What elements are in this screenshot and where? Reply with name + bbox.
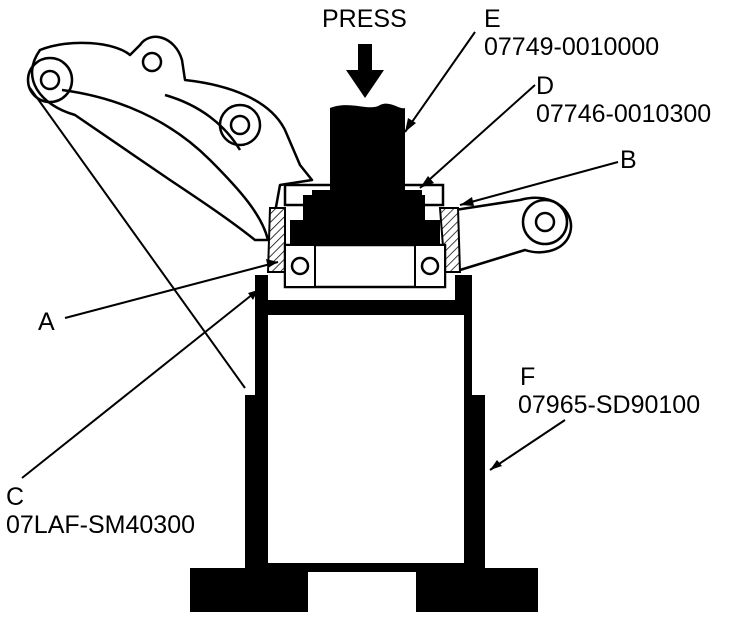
label-c-letter: C bbox=[6, 483, 24, 511]
arrowhead-a bbox=[266, 259, 278, 268]
knuckle-bracket bbox=[26, 35, 314, 242]
label-f-letter: F bbox=[520, 363, 535, 391]
wheel-bearing bbox=[283, 243, 447, 289]
leader-line-b bbox=[459, 161, 619, 206]
knuckle-right-arm bbox=[454, 196, 573, 272]
arrowhead-b bbox=[460, 197, 474, 206]
press-arrow bbox=[346, 44, 384, 98]
leader-line-e bbox=[404, 31, 476, 133]
leader-line-c bbox=[21, 289, 259, 479]
leader-line-f bbox=[489, 419, 566, 471]
bracket-guide-line bbox=[29, 87, 246, 389]
label-d-part-number: 07746-0010300 bbox=[536, 100, 711, 128]
arrowhead-f bbox=[490, 460, 502, 470]
label-b-letter: B bbox=[620, 146, 637, 174]
label-f-part-number: 07965-SD90100 bbox=[518, 391, 700, 419]
leader-line-a bbox=[64, 261, 279, 319]
leader-line-d bbox=[419, 84, 536, 189]
tool-f-body bbox=[190, 275, 538, 612]
leader-lines bbox=[21, 31, 619, 479]
label-a-letter: A bbox=[38, 308, 55, 336]
arrowhead-d bbox=[420, 176, 434, 188]
tool-e-driver bbox=[312, 103, 422, 232]
arrowhead-c bbox=[248, 290, 258, 300]
arrowhead-e bbox=[405, 118, 416, 132]
press-label: PRESS bbox=[322, 5, 407, 33]
label-e-part-number: 07749-0010000 bbox=[484, 33, 659, 61]
label-e-letter: E bbox=[484, 5, 501, 33]
label-c-part-number: 07LAF-SM40300 bbox=[6, 511, 195, 539]
leader-arrowheads bbox=[248, 118, 502, 470]
label-d-letter: D bbox=[536, 72, 554, 100]
